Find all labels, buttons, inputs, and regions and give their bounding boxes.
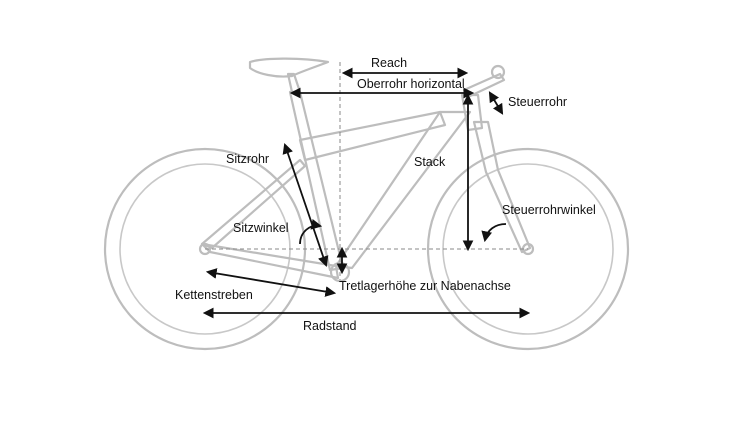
steuerrohr-arrow <box>488 91 504 115</box>
label-steuerrohrwinkel: Steuerrohrwinkel <box>502 203 596 217</box>
sitzrohr-arrow <box>282 142 329 268</box>
label-sitzrohr: Sitzrohr <box>226 152 269 166</box>
label-sitzwinkel: Sitzwinkel <box>233 221 289 235</box>
label-reach: Reach <box>371 56 407 70</box>
steuerrohrwinkel-arc <box>481 223 507 243</box>
label-radstand: Radstand <box>303 319 357 333</box>
label-kettenstreben: Kettenstreben <box>175 288 253 302</box>
label-tretlager: Tretlagerhöhe zur Nabenachse <box>339 279 511 293</box>
label-oberrohr: Oberrohr horizontal <box>357 77 465 91</box>
label-steuerrohr: Steuerrohr <box>508 95 567 109</box>
sitzwinkel-arc <box>299 219 323 245</box>
bike-frame <box>198 57 535 283</box>
kettenstreben-arrow <box>205 268 337 297</box>
measurement-labels: Reach Oberrohr horizontal Steuerrohr Sit… <box>175 56 596 333</box>
measurement-arrows <box>202 67 531 319</box>
label-stack: Stack <box>414 155 446 169</box>
